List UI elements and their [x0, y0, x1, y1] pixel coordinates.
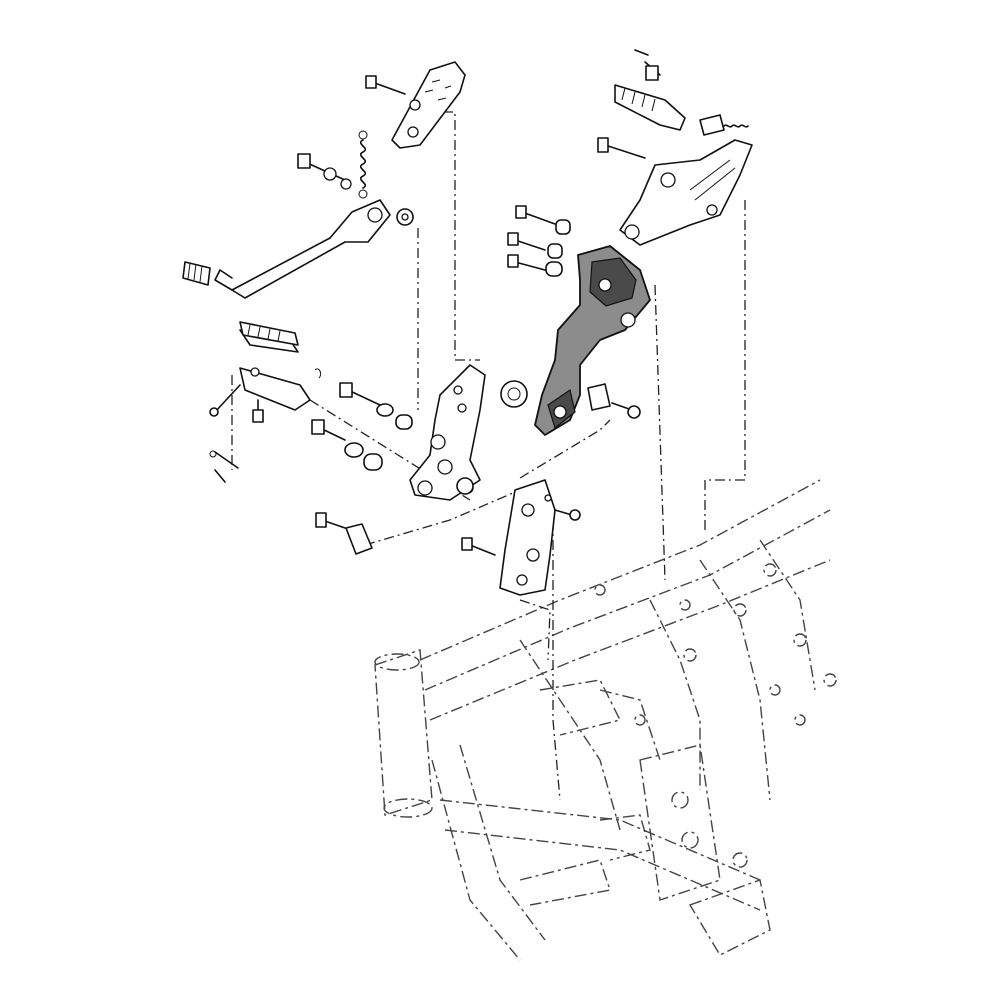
- pedal-tip-rubber: [182, 261, 211, 286]
- motorcycle-frame: [374, 479, 837, 961]
- left-main-bracket: [409, 364, 486, 501]
- right-bracket-clip: [587, 383, 641, 419]
- cotter-pin: [209, 450, 239, 483]
- clip-bracket: [315, 512, 373, 555]
- bracket-washer: [456, 477, 474, 495]
- right-bracket-bolts: [507, 205, 571, 277]
- right-bracket-cap: [500, 380, 528, 408]
- passenger-bracket: [619, 139, 753, 246]
- center-guard-plate: [499, 479, 556, 596]
- return-spring: [358, 130, 368, 199]
- passenger-footpeg: [614, 49, 686, 131]
- pivot-bolt: [297, 153, 352, 190]
- pedal-washer: [396, 208, 414, 226]
- passenger-bracket-bolt: [597, 137, 646, 159]
- plate-screw: [365, 75, 406, 95]
- guard-plate-bolt: [461, 509, 581, 556]
- bracket-bolt-upper: [339, 382, 413, 430]
- footpeg-small-bolt: [252, 399, 264, 423]
- brake-pedal: [214, 199, 391, 299]
- footpeg-pin: [209, 384, 241, 417]
- passenger-peg-spring: [699, 114, 749, 136]
- highlighted-right-footrest-bracket: [534, 245, 651, 436]
- leader-lines: [231, 111, 746, 801]
- left-heel-plate: [391, 61, 466, 149]
- left-footpeg: [239, 321, 322, 411]
- bracket-bolt-lower: [311, 419, 383, 471]
